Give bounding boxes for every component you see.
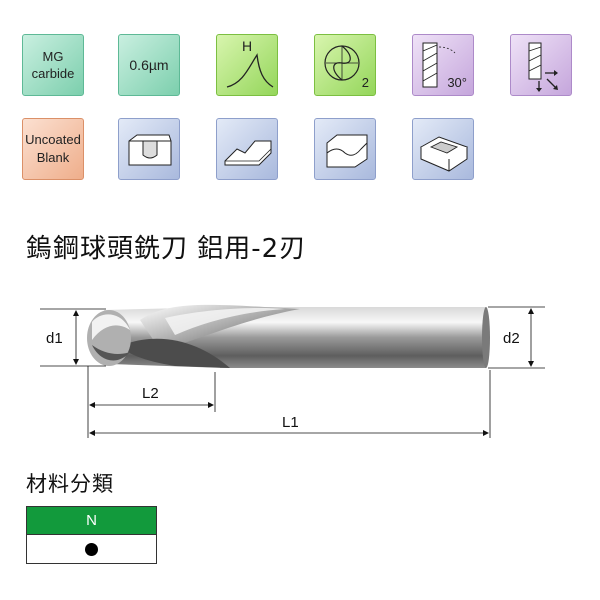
hardness-curve-graphic bbox=[226, 53, 274, 88]
shank bbox=[220, 307, 486, 368]
contour-milling-graphic bbox=[326, 134, 368, 168]
two-flute-icon: 2 bbox=[314, 34, 376, 96]
ball-highlight bbox=[92, 314, 130, 340]
flute-spiral-2 bbox=[120, 338, 230, 368]
cutting-direction-graphic bbox=[528, 42, 558, 92]
hardness-label: H bbox=[241, 38, 253, 54]
product-title: 鎢鋼球頭銑刀 鋁用-2刃 bbox=[26, 234, 307, 264]
end-mill-diagram: d1 d2 L2 L1 bbox=[40, 304, 545, 438]
helix-angle-label: 30° bbox=[447, 75, 467, 90]
grain-size-icon: 0.6µm bbox=[118, 34, 180, 96]
pocket-milling-icon bbox=[412, 118, 474, 180]
pocket-milling-graphic bbox=[419, 136, 469, 172]
d1-label: d1 bbox=[46, 330, 63, 347]
material-header-n: N bbox=[27, 507, 156, 535]
slotting-icon bbox=[118, 118, 180, 180]
mg-carbide-icon: MG carbide bbox=[22, 34, 84, 96]
helix-angle-graphic bbox=[422, 42, 456, 88]
l1-label: L1 bbox=[282, 414, 299, 431]
filled-circle-icon bbox=[85, 542, 98, 556]
uncoated-blank-icon: Uncoated Blank bbox=[22, 118, 84, 180]
profile-milling-icon bbox=[216, 118, 278, 180]
flute-count-label: 2 bbox=[361, 75, 369, 90]
l2-label: L2 bbox=[142, 385, 159, 402]
material-cell bbox=[27, 535, 156, 563]
profile-milling-graphic bbox=[224, 140, 272, 166]
ball-shadow bbox=[92, 345, 130, 361]
coating-label: Uncoated Blank bbox=[25, 132, 81, 165]
material-label: MG carbide bbox=[31, 49, 75, 81]
d2-label: d2 bbox=[503, 330, 520, 347]
hardness-curve-icon: H bbox=[216, 34, 278, 96]
shank-end bbox=[482, 307, 490, 368]
cutting-direction-icon bbox=[510, 34, 572, 96]
material-table: N bbox=[26, 506, 157, 564]
two-flute-graphic bbox=[324, 45, 360, 81]
helix-angle-icon: 30° bbox=[412, 34, 474, 96]
contour-milling-icon bbox=[314, 118, 376, 180]
flute-highlight bbox=[165, 308, 285, 335]
grain-size-label: 0.6µm bbox=[129, 56, 169, 73]
slotting-graphic bbox=[128, 134, 172, 166]
material-title: 材料分類 bbox=[26, 472, 114, 496]
